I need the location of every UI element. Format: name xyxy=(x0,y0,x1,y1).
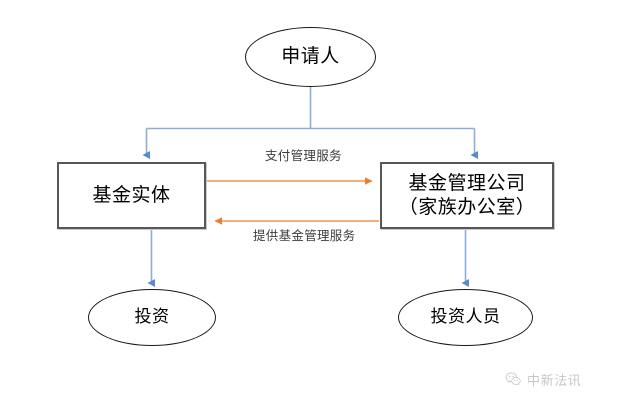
watermark: 中新法讯 xyxy=(505,370,581,389)
node-fund-management-company[interactable]: 基金管理公司 （家族办公室） xyxy=(380,162,554,229)
node-applicant[interactable]: 申请人 xyxy=(245,27,376,87)
node-fund-entity-label: 基金实体 xyxy=(92,184,171,206)
node-investment-staff-label: 投资人员 xyxy=(430,307,501,327)
node-investment-staff[interactable]: 投资人员 xyxy=(398,289,533,346)
node-investment[interactable]: 投资 xyxy=(88,289,216,346)
edge-label-provide-fund-management: 提供基金管理服务 xyxy=(253,229,356,243)
watermark-text: 中新法讯 xyxy=(527,373,582,388)
node-investment-label: 投资 xyxy=(134,307,170,327)
wechat-icon xyxy=(505,372,521,386)
node-fund-management-company-label: 基金管理公司 （家族办公室） xyxy=(398,173,536,218)
edge-label-pay-management: 支付管理服务 xyxy=(265,149,342,163)
node-fund-entity[interactable]: 基金实体 xyxy=(57,162,206,229)
edge-applicant-branch xyxy=(146,87,475,130)
node-applicant-label: 申请人 xyxy=(281,46,340,68)
